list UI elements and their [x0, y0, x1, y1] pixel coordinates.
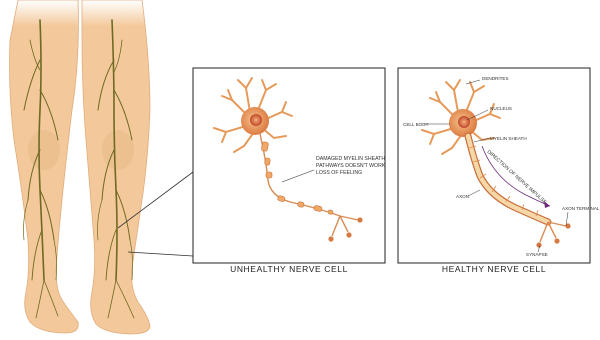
- legs-illustration: [10, 0, 151, 334]
- unhealthy-panel: DAMAGED MYELIN SHEATH PATHWAYS DOESN'T W…: [193, 68, 386, 263]
- label-synapse: SYNAPSE: [526, 252, 548, 257]
- label-axon-terminal: AXON TERMINAL: [562, 206, 600, 211]
- unhealthy-annotation-line-3: LOSS OF FEELING: [316, 170, 362, 176]
- unhealthy-nucleus: [250, 114, 262, 126]
- label-dendrites: DENDRITES: [482, 76, 509, 81]
- label-cell-body: CELL BODY: [403, 122, 429, 127]
- healthy-panel-frame: [398, 68, 590, 263]
- unhealthy-annotation-line-2: PATHWAYS DOESN'T WORK: [316, 163, 386, 169]
- healthy-panel-title: HEALTHY NERVE CELL: [394, 264, 594, 274]
- label-myelin-sheath: MYELIN SHEATH: [490, 136, 527, 141]
- label-axon: AXON: [456, 194, 469, 199]
- label-nucleus: NUCLEUS: [490, 106, 512, 111]
- unhealthy-panel-title: UNHEALTHY NERVE CELL: [189, 264, 389, 274]
- left-knee-shade: [28, 130, 60, 170]
- healthy-panel: DIRECTION OF NERVE IMPULSE DENDRITES NUC…: [398, 68, 600, 263]
- healthy-nucleus: [458, 116, 470, 128]
- right-knee-shade: [102, 130, 134, 170]
- unhealthy-annotation-line-1: DAMAGED MYELIN SHEATH: [316, 156, 385, 162]
